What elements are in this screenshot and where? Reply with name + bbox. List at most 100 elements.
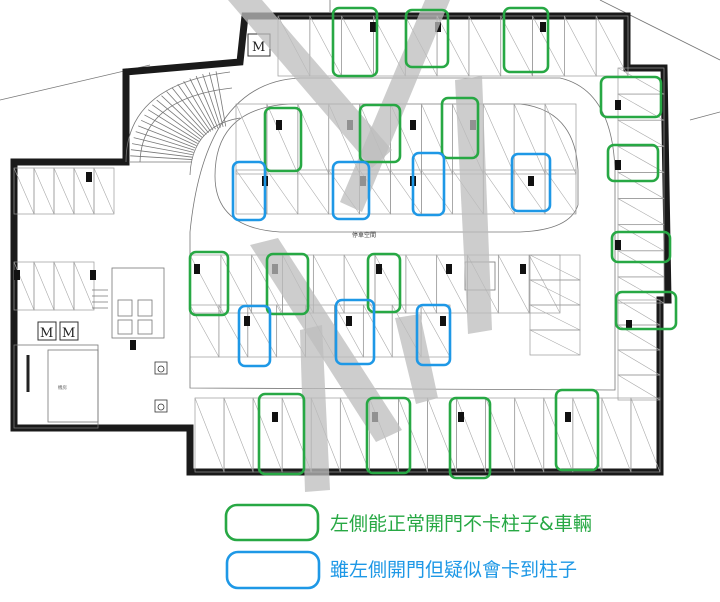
stall-diagonal: [617, 374, 661, 401]
stall-markers: [188, 6, 678, 480]
green-marker: [265, 252, 310, 316]
stall-diagonal: [252, 397, 283, 473]
stall-diagonal: [482, 103, 515, 175]
stall-diagonal: [529, 254, 581, 281]
green-marker: [365, 396, 412, 475]
legend: 左側能正常開門不卡柱子&車輛 雖左側開門但疑似會卡到柱子: [224, 503, 592, 590]
parking-stall: [93, 167, 115, 215]
stall-diagonal: [340, 397, 370, 473]
stall-diagonal: [235, 169, 268, 215]
stall-diagonal: [617, 224, 665, 252]
green-marker: [188, 250, 230, 317]
column: [458, 412, 464, 422]
ramp-step: [133, 137, 194, 153]
machine-room: 機房: [13, 344, 99, 429]
column: [370, 22, 376, 32]
green-marker: [554, 388, 600, 472]
stall-diagonal: [513, 169, 546, 215]
parking-stall: [544, 103, 577, 175]
ramp-step: [208, 72, 224, 128]
column: [130, 340, 136, 350]
blue-marker: [415, 303, 452, 367]
stall-diagonal: [420, 304, 451, 358]
column: [615, 240, 621, 250]
stall-diagonal: [53, 261, 75, 311]
stall-diagonal: [498, 254, 530, 314]
ramp-step: [132, 143, 193, 156]
stall-diagonal: [529, 329, 581, 356]
green-marker: [366, 252, 402, 314]
column: [528, 176, 534, 186]
stall-diagonal: [33, 167, 55, 215]
ramp-step: [135, 131, 195, 151]
stall-diagonal: [601, 397, 632, 473]
stall-diagonal: [343, 254, 376, 314]
column: [626, 320, 632, 330]
stall-diagonal: [528, 254, 561, 314]
column: [615, 160, 621, 170]
stall-diagonal: [617, 276, 665, 304]
stall-diagonal: [544, 103, 577, 175]
stall-diagonal: [500, 15, 533, 77]
parking-stall: [617, 374, 661, 401]
outer-wall: [10, 12, 672, 476]
ramp-step: [152, 104, 201, 140]
column: [194, 264, 200, 274]
stall-diagonal: [617, 67, 665, 95]
stall-diagonal: [427, 397, 457, 473]
stall-diagonal: [617, 198, 665, 225]
stall-diagonal: [514, 397, 545, 473]
stall-diagonal: [223, 397, 254, 473]
column: [520, 264, 526, 274]
stall-diagonal: [617, 146, 665, 173]
core-block: [92, 261, 496, 339]
column: [376, 264, 382, 274]
elevator-label-2: M: [40, 326, 53, 341]
elevator-label-3: M: [62, 326, 75, 341]
ramp-step: [140, 119, 197, 147]
stall-diagonal: [73, 261, 95, 311]
green-marker: [257, 392, 306, 476]
stall-diagonal: [595, 15, 629, 77]
ramp-step: [195, 75, 219, 129]
legend-green-label: 左側能正常開門不卡柱子&車輛: [330, 513, 592, 535]
green-marker: [263, 106, 303, 173]
green-marker: [599, 75, 663, 119]
stall-diagonal: [266, 103, 299, 175]
ramp-step: [215, 71, 227, 127]
stall-diagonal: [313, 254, 345, 314]
green-marker: [440, 96, 480, 160]
stall-diagonal: [436, 15, 470, 77]
column: [90, 270, 96, 280]
driving-aisle-outline: [214, 103, 579, 233]
stall-diagonal: [617, 299, 661, 326]
stall-diagonal: [421, 103, 453, 175]
elevator-marks: M M M: [37, 33, 271, 341]
green-marker: [614, 290, 678, 331]
stall-diagonal: [456, 397, 486, 473]
green-marker: [448, 396, 492, 480]
parking-stall: [630, 397, 661, 473]
stall-diagonal: [220, 254, 252, 314]
column: [346, 316, 352, 326]
blue-marker: [231, 160, 267, 222]
blue-marker: [510, 152, 552, 213]
parking-stalls: [13, 15, 665, 473]
stall-diagonal: [529, 304, 581, 331]
column: [540, 22, 546, 32]
ramp-step: [130, 155, 193, 160]
stall-diagonal: [194, 397, 225, 473]
stall-diagonal: [468, 15, 501, 77]
stall-diagonal: [13, 167, 35, 215]
stall-diagonal: [421, 169, 453, 215]
ramp-step: [189, 78, 216, 130]
stall-diagonal: [341, 15, 374, 77]
blue-marker: [411, 151, 446, 217]
column: [244, 316, 250, 326]
green-marker: [404, 8, 450, 69]
parking-stall: [544, 169, 577, 215]
accessibility-icons: [154, 361, 168, 413]
stall-diagonal: [564, 15, 597, 77]
